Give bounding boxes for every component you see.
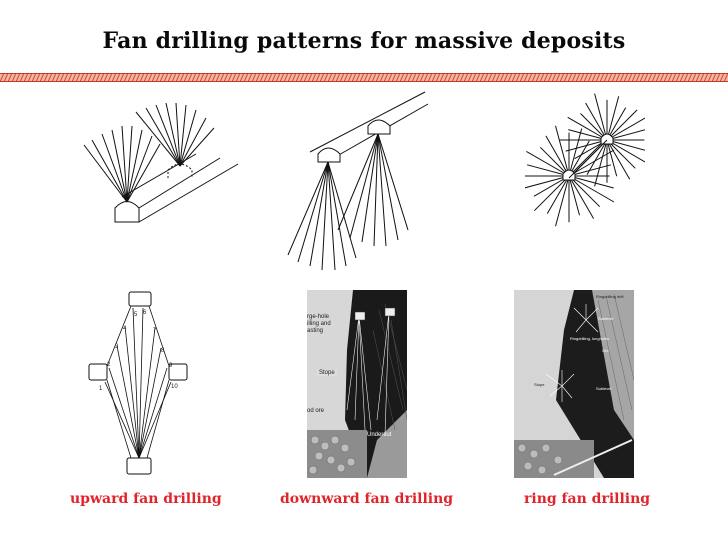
- drill-hole-line: [526, 150, 570, 177]
- drill-hole-line: [606, 139, 631, 180]
- drill-hole-line: [606, 139, 618, 177]
- photo-label: illing and: [307, 321, 331, 327]
- drill-hole-line: [568, 140, 590, 177]
- hole-number: 8: [161, 348, 165, 354]
- downward-fan-illustration: rge-hole illing and asting Stope od ore …: [307, 290, 407, 478]
- drill-hole-line: [546, 175, 570, 214]
- hole-number: 10: [171, 384, 178, 390]
- drill-hole-line: [594, 139, 608, 187]
- drill-hole-line: [568, 175, 615, 203]
- drill-hole-line: [568, 128, 583, 177]
- drill-hole-line: [526, 164, 570, 177]
- photo-label: Ore: [602, 348, 609, 353]
- drill-hole-line: [539, 146, 570, 177]
- drill-hole-line: [568, 175, 601, 208]
- drill-hole-line: [567, 116, 608, 141]
- accent-bar: [0, 73, 728, 82]
- hole-number: 4: [123, 326, 127, 332]
- hole-number: 3: [115, 344, 119, 350]
- photo-label: Ringdrilling drift: [596, 294, 624, 299]
- hole-number: 2: [107, 362, 111, 368]
- drill-hole-line: [606, 139, 645, 163]
- hole-number: 7: [153, 328, 157, 334]
- drill-hole-line: [568, 142, 603, 177]
- hole-number: 1: [99, 386, 103, 392]
- caption-upward-fan: upward fan drilling: [70, 491, 222, 507]
- drill-hole-line: [525, 175, 570, 189]
- hole-number: 6: [143, 310, 147, 316]
- hole-number: 5: [134, 312, 138, 318]
- ring-fan-illustration: Ringdrilling drift Sublevel Ringdrilling…: [514, 290, 634, 478]
- drill-hole-line: [545, 135, 570, 177]
- page-title: Fan drilling patterns for massive deposi…: [102, 28, 626, 54]
- ring-fan-diagram: [525, 93, 645, 227]
- drill-hole-line: [606, 117, 645, 141]
- drill-hole-line: [568, 175, 595, 219]
- drill-hole-line: [606, 109, 638, 141]
- photo-label: Sublevel: [596, 386, 612, 391]
- photo-label: od ore: [307, 408, 325, 414]
- drill-hole-line: [585, 102, 608, 141]
- drill-hole-line: [586, 139, 608, 175]
- drill-hole-line: [594, 93, 608, 141]
- upward-fan-section-diagram: 5 6 4 7 3 8 2 9 1 10: [88, 291, 188, 475]
- caption-downward-fan: downward fan drilling: [280, 491, 454, 507]
- photo-label: rge-hole: [307, 314, 330, 320]
- drill-hole-line: [533, 175, 570, 212]
- caption-ring-fan: ring fan drilling: [524, 491, 651, 507]
- drill-hole-line: [555, 125, 570, 177]
- drill-hole-line: [568, 175, 614, 189]
- photo-label: Ringdrilling, longholes: [570, 336, 610, 341]
- drill-hole-line: [568, 175, 580, 216]
- hole-number: 9: [169, 363, 173, 369]
- drill-hole-line: [555, 175, 570, 227]
- photo-label: Sublevel: [598, 316, 614, 321]
- drill-hole-line: [606, 139, 636, 169]
- photo-label: Stope: [534, 382, 545, 387]
- drill-hole-line: [606, 96, 620, 141]
- photo-label: Stope: [317, 370, 337, 376]
- photo-label: asting: [307, 328, 324, 334]
- drill-hole-line: [606, 139, 645, 151]
- upward-fan-tunnel-diagram: [83, 102, 239, 223]
- drill-hole-line: [565, 139, 608, 152]
- downward-fan-tunnel-diagram: [287, 91, 429, 271]
- photo-label: Undercut: [367, 432, 392, 438]
